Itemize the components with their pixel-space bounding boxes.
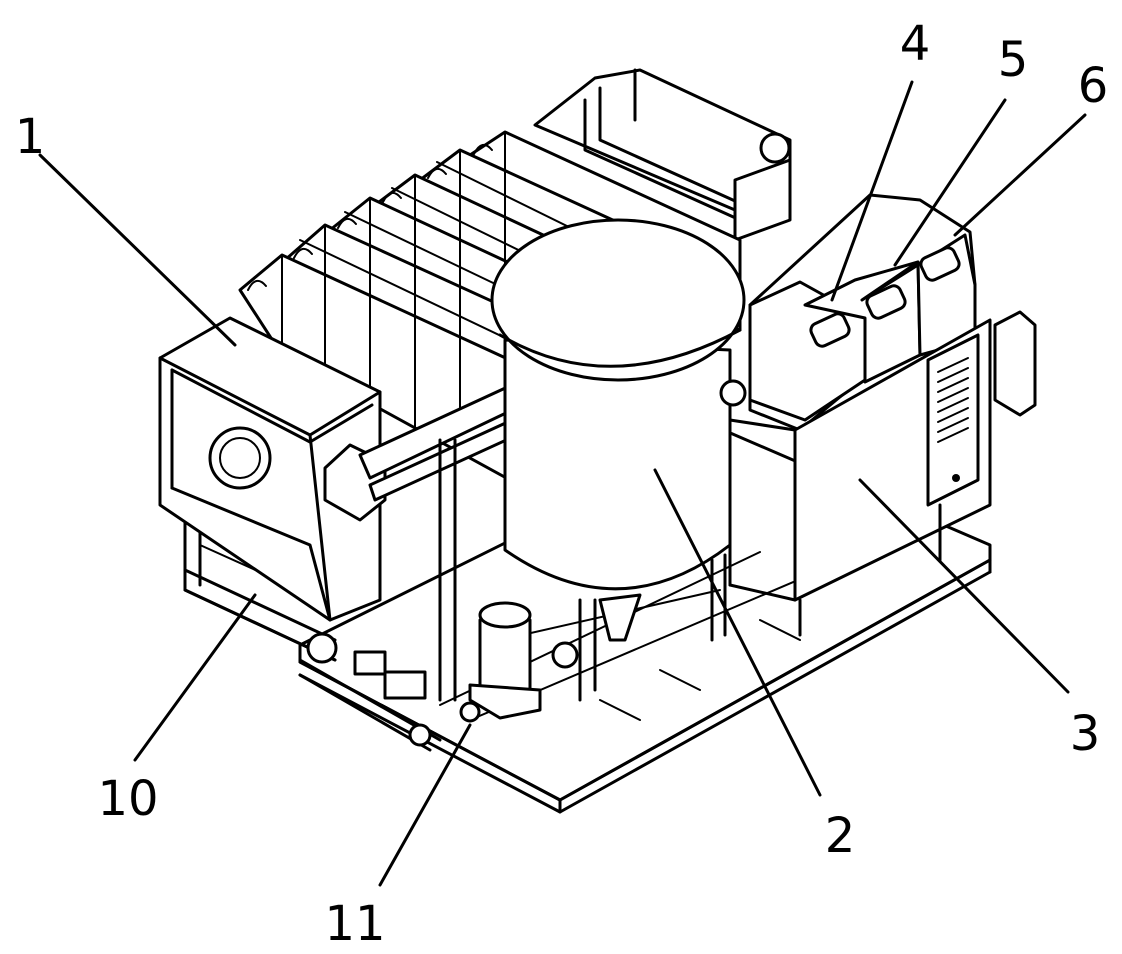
label-11: 11 <box>324 896 385 952</box>
leader-3 <box>858 478 1070 694</box>
piping <box>298 438 579 752</box>
tank <box>490 218 747 702</box>
pump <box>459 601 542 723</box>
label-4: 4 <box>900 16 931 72</box>
label-2: 2 <box>825 808 856 864</box>
control-cabinet <box>728 193 1037 637</box>
leader-10 <box>133 593 257 762</box>
filter-press-head <box>158 316 387 622</box>
label-6: 6 <box>1078 58 1109 114</box>
leader-11 <box>378 723 472 887</box>
leader-lines <box>38 80 1087 887</box>
label-10: 10 <box>97 771 158 827</box>
leader-4 <box>830 80 914 302</box>
cabinet-handle <box>809 246 961 348</box>
leader-2 <box>653 468 822 797</box>
leader-1 <box>38 153 237 347</box>
leader-5 <box>893 98 1007 267</box>
label-5: 5 <box>998 32 1029 88</box>
label-1: 1 <box>15 109 46 165</box>
label-3: 3 <box>1070 706 1101 762</box>
callouts: 1 2 3 4 5 6 10 11 <box>15 16 1109 952</box>
leader-6 <box>953 113 1087 237</box>
vent-grille <box>937 357 969 443</box>
